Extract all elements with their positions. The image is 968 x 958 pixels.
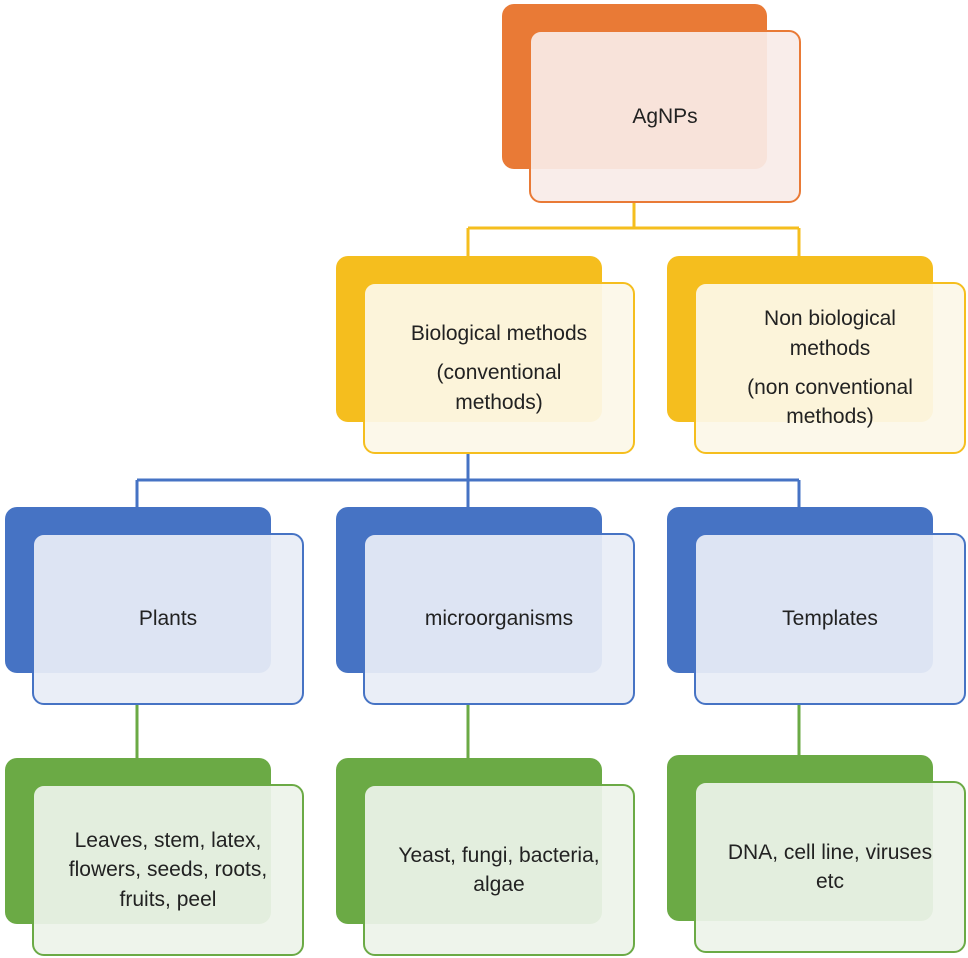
non-biological-label-line4: methods) — [786, 405, 874, 429]
biological-label-line1: Biological methods — [410, 321, 588, 345]
template-sources-node: DNA, cell line, viruses etc — [694, 781, 966, 953]
root-label: AgNPs — [632, 104, 698, 128]
plant-sources-node: Leaves, stem, latex, flowers, seeds, roo… — [32, 784, 304, 956]
template-sources-line1: DNA, cell line, viruses — [727, 840, 933, 864]
templates-label: Templates — [782, 607, 878, 631]
non-biological-label-line3: (non conventional — [747, 376, 913, 399]
microbe-sources-node: Yeast, fungi, bacteria, algae — [363, 784, 635, 956]
non-biological-label-line2: methods — [789, 336, 871, 360]
non-biological-methods-node: Non biological methods (non conventional… — [694, 282, 966, 454]
plant-sources-line3: fruits, peel — [119, 887, 217, 911]
microbe-sources-line1: Yeast, fungi, bacteria, — [398, 843, 600, 867]
biological-label-line3: methods) — [455, 390, 543, 414]
microorganisms-label: microorganisms — [424, 607, 574, 631]
biological-label-line2: (conventional — [436, 361, 562, 385]
plants-node: Plants — [32, 533, 304, 705]
non-biological-label-line1: Non biological — [764, 307, 896, 331]
microbe-sources-line2: algae — [473, 873, 525, 896]
biological-methods-node: Biological methods (conventional methods… — [363, 282, 635, 454]
microorganisms-node: microorganisms — [363, 533, 635, 705]
plants-label: Plants — [138, 607, 198, 631]
plant-sources-line2: flowers, seeds, roots, — [68, 858, 268, 882]
template-sources-line2: etc — [815, 870, 844, 893]
plant-sources-line1: Leaves, stem, latex, — [74, 828, 262, 852]
templates-node: Templates — [694, 533, 966, 705]
root-node: AgNPs — [529, 30, 801, 203]
